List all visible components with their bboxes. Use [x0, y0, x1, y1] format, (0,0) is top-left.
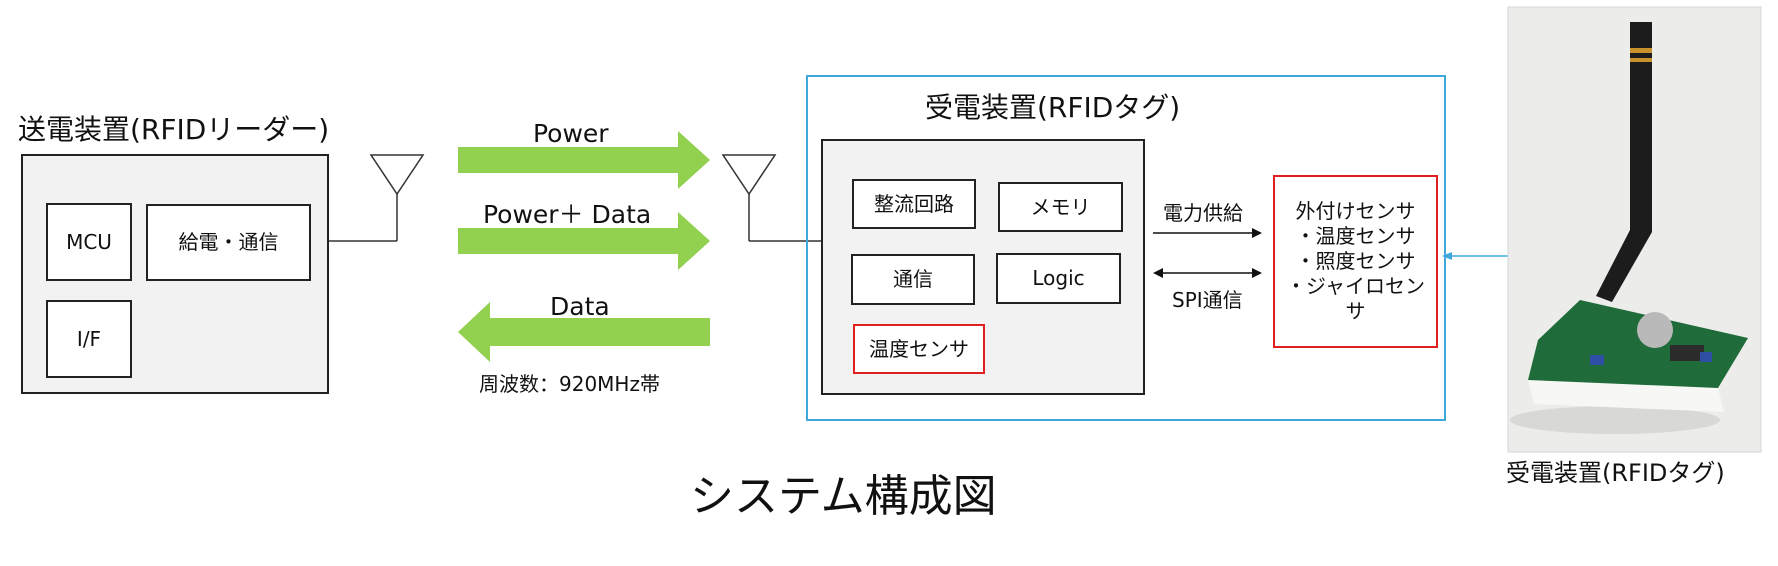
external-sensor-item: ・照度センサ: [1295, 249, 1416, 273]
spi-label: SPI通信: [1172, 288, 1243, 312]
photo-caption: 受電装置(RFIDタグ): [1506, 459, 1725, 487]
rectifier-box: 整流回路: [852, 179, 976, 229]
memory-box: メモリ: [998, 182, 1123, 232]
tag-antenna-icon: [721, 154, 777, 196]
tag-comm-box: 通信: [851, 254, 975, 305]
power-comm-box: 給電・通信: [146, 204, 311, 281]
data-label: Data: [550, 292, 610, 321]
external-sensor-title: 外付けセンサ: [1295, 199, 1416, 223]
mcu-box: MCU: [46, 203, 132, 281]
frequency-label: 周波数：920MHz帯: [479, 372, 660, 396]
device-photo: [1507, 6, 1762, 453]
external-sensor-box: 外付けセンサ ・温度センサ ・照度センサ ・ジャイロセン サ: [1273, 175, 1438, 348]
receiver-title: 受電装置(RFIDタグ): [925, 91, 1181, 124]
logic-box: Logic: [996, 253, 1121, 304]
external-sensor-item: ・温度センサ: [1295, 224, 1416, 248]
data-arrow: [458, 302, 710, 362]
power-data-label: Power＋ Data: [483, 200, 652, 229]
power-data-arrow: [458, 212, 710, 270]
reader-antenna-icon: [369, 154, 425, 196]
receiver-frame: [806, 75, 1446, 421]
external-sensor-item: サ: [1345, 299, 1366, 323]
tag-temp-sensor-box: 温度センサ: [853, 324, 985, 374]
power-supply-label: 電力供給: [1163, 201, 1243, 225]
interface-box: I/F: [46, 300, 132, 378]
external-sensor-item: ・ジャイロセン: [1286, 274, 1425, 298]
transmitter-title: 送電装置(RFIDリーダー): [18, 113, 330, 146]
figure-caption: システム構成図: [690, 471, 997, 522]
power-arrow: [458, 131, 710, 189]
power-label: Power: [533, 119, 609, 148]
